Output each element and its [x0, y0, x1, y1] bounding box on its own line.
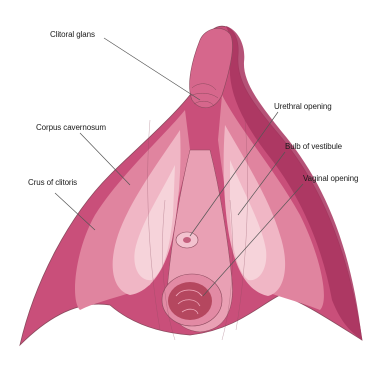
label-clitoral-glans: Clitoral glans [50, 30, 95, 40]
label-vaginal-opening: Vaginal opening [303, 174, 358, 184]
leader-corpus-cavernosum [80, 133, 130, 185]
label-bulb-of-vestibule: Bulb of vestibule [285, 142, 342, 152]
urethral-opening-center [183, 237, 191, 243]
label-crus-of-clitoris: Crus of clitoris [28, 178, 77, 188]
leader-clitoral-glans [104, 38, 200, 100]
vaginal-opening-inner [168, 282, 212, 320]
label-corpus-cavernosum: Corpus cavernosum [36, 123, 106, 133]
label-urethral-opening: Urethral opening [274, 102, 332, 112]
